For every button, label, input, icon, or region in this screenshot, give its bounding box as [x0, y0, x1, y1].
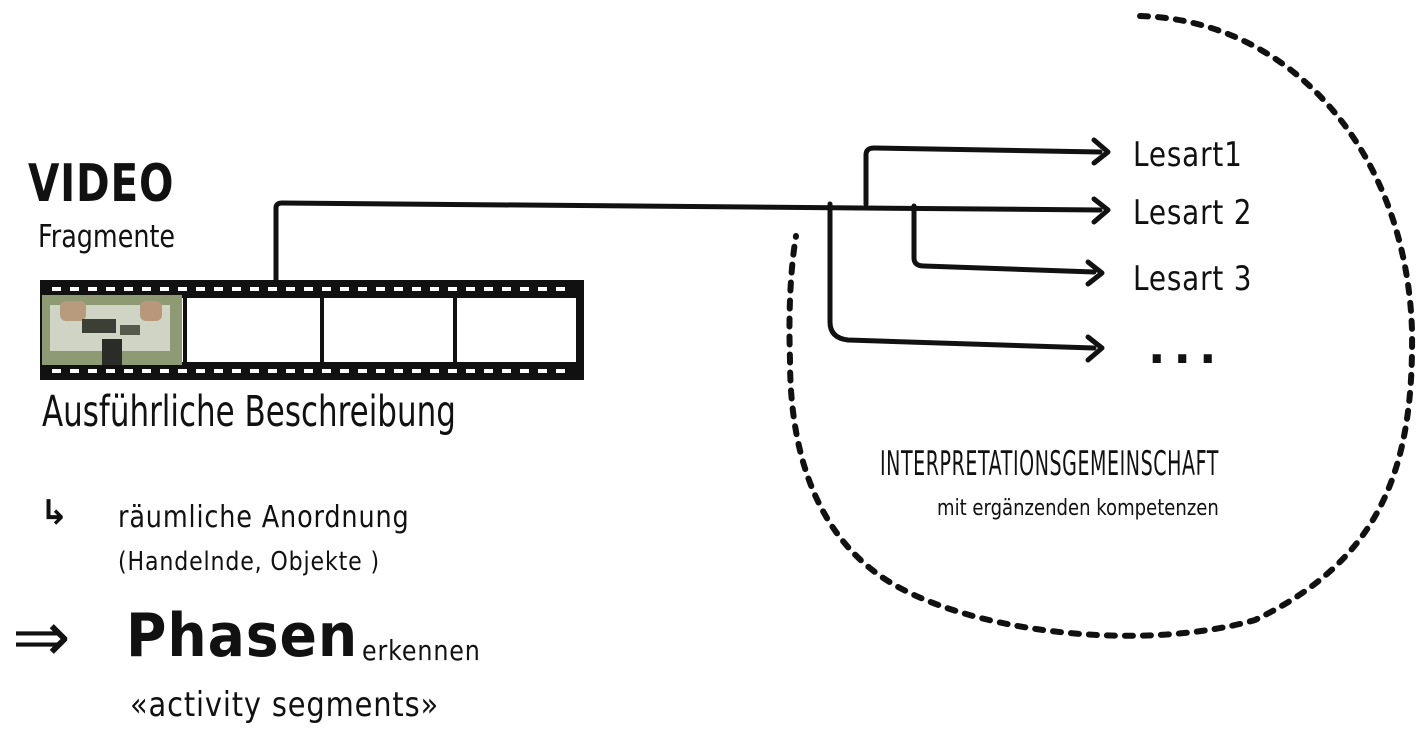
description-heading: Ausführliche Beschreibung: [42, 391, 456, 434]
reading-2-label: Lesart 2: [1133, 196, 1252, 230]
recognize-text: erkennen: [362, 637, 481, 665]
activity-segments-text: «activity segments»: [130, 688, 439, 722]
video-title: VIDEO: [28, 158, 174, 210]
video-still-image: [42, 295, 182, 365]
spatial-arrangement-text: räumliche Anordnung: [118, 503, 410, 533]
community-subtitle: mit ergänzenden kompetenzen: [937, 498, 1219, 520]
video-subtitle: Fragmente: [38, 222, 175, 253]
community-circle: [789, 16, 1412, 636]
phases-heading: Phasen: [126, 606, 358, 666]
double-arrow-icon: ⇒: [12, 602, 71, 672]
hook-arrow-icon: ↳: [40, 496, 69, 530]
connector-lines: [276, 148, 1100, 348]
reading-1-label: Lesart1: [1133, 138, 1243, 172]
arrowheads: [1088, 140, 1108, 360]
more-readings-ellipsis: ...: [1148, 324, 1224, 370]
reading-3-label: Lesart 3: [1133, 262, 1252, 296]
community-heading: INTERPRETATIONSGEMEINSCHAFT: [880, 447, 1219, 481]
actors-objects-text: (Handelnde, Objekte ): [118, 549, 380, 575]
